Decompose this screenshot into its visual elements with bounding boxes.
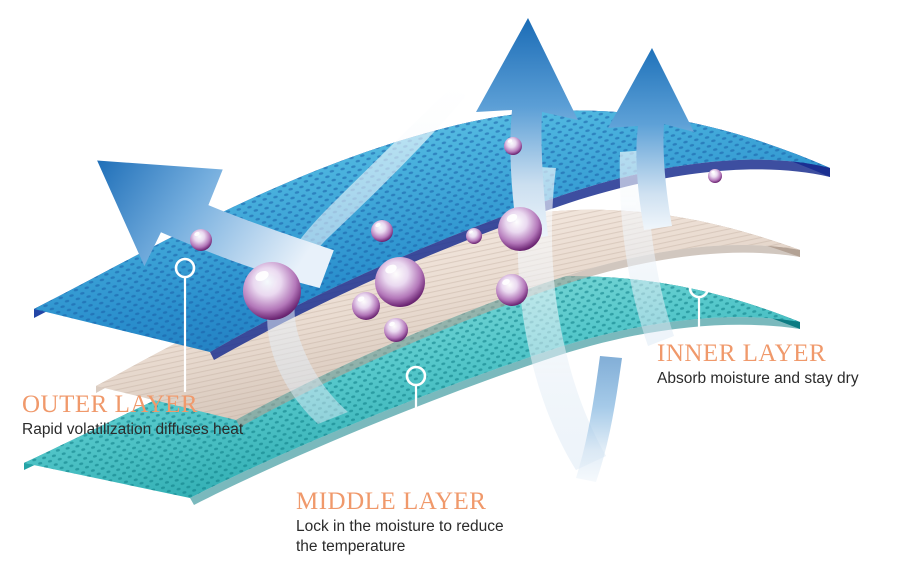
- vapour-arrow-right: [608, 48, 694, 230]
- droplet: [352, 292, 380, 320]
- callout-inner-description: Absorb moisture and stay dry: [657, 370, 859, 388]
- callout-marker-outer[interactable]: [174, 257, 196, 392]
- vapour-arrow-middle: [476, 18, 578, 240]
- callout-inner-title: INNER LAYER: [657, 340, 827, 367]
- droplet: [375, 257, 425, 307]
- callout-outer-title: OUTER LAYER: [22, 391, 199, 418]
- droplet: [466, 228, 482, 244]
- vapour-arrow-tail: [576, 356, 622, 482]
- droplet: [190, 229, 212, 251]
- callout-middle-layer: MIDDLE LAYER Lock in the moisture to red…: [296, 488, 504, 557]
- droplet: [371, 220, 393, 242]
- droplet: [498, 207, 542, 251]
- callout-outer-layer: OUTER LAYER Rapid volatilization diffuse…: [22, 391, 244, 440]
- callout-outer-description: Rapid volatilization diffuses heat: [22, 421, 244, 439]
- droplet: [708, 169, 722, 183]
- callout-middle-description: Lock in the moisture to reduce the tempe…: [296, 518, 504, 556]
- callout-inner-layer: INNER LAYER Absorb moisture and stay dry: [657, 340, 859, 389]
- droplet: [504, 137, 522, 155]
- callout-marker-middle[interactable]: [405, 365, 427, 489]
- callout-middle-title: MIDDLE LAYER: [296, 488, 487, 515]
- callout-marker-inner[interactable]: [688, 277, 710, 341]
- water-droplets: [190, 137, 722, 342]
- droplet: [496, 274, 528, 306]
- vapour-arrow-left: [97, 160, 334, 288]
- droplet: [243, 262, 301, 320]
- droplet: [384, 318, 408, 342]
